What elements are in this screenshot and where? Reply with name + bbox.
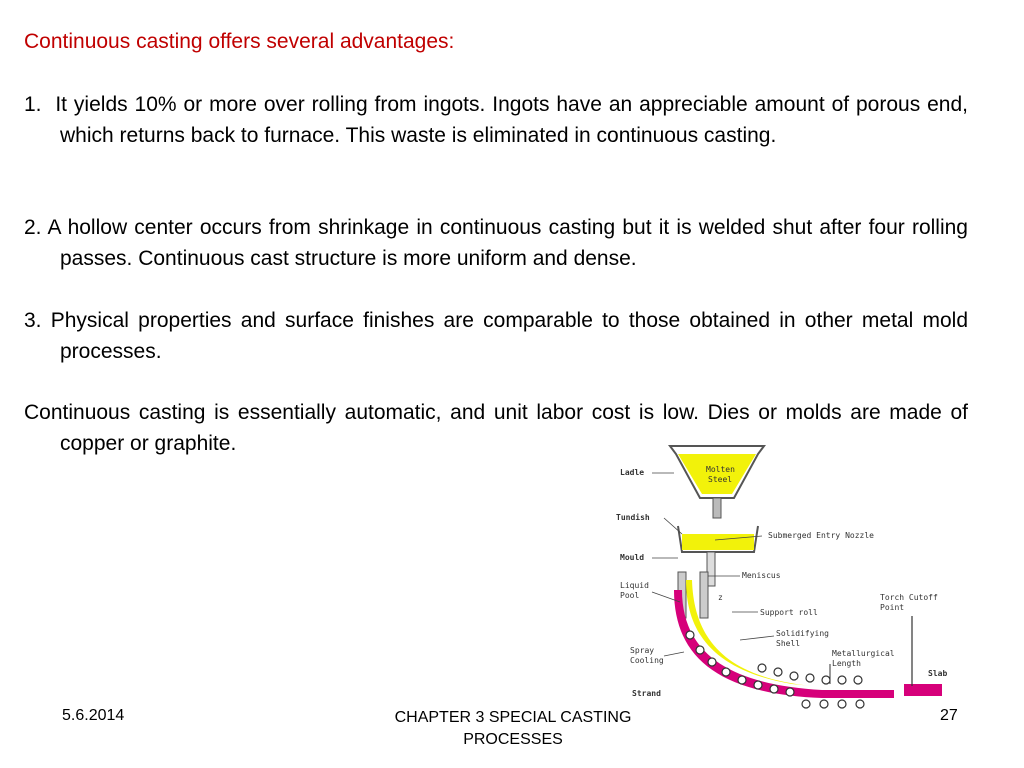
footer-date: 5.6.2014 [62,707,125,724]
label-mould: Mould [620,553,644,562]
label-strand: Strand [632,689,661,698]
label-torch-2: Point [880,603,904,612]
support-rolls [685,630,865,709]
automation-note: Continuous casting is essentially automa… [24,401,968,455]
label-support-roll: Support roll [760,608,818,617]
label-torch-1: Torch Cutoff [880,593,938,602]
label-z: z [718,593,723,602]
footer-title: CHAPTER 3 SPECIAL CASTING PROCESSES [394,709,632,748]
label-meniscus: Meniscus [742,571,781,580]
advantage-2: 2. A hollow center occurs from shrinkage… [24,216,968,270]
continuous-casting-diagram: Ladle Molten Steel Tundish Submerged Ent… [616,445,947,709]
label-shell-1: Solidifying [776,629,829,638]
mould-right [699,571,709,619]
leader-lines [651,472,775,657]
advantage-3: 3. Physical properties and surface finis… [24,309,968,363]
label-nozzle: Submerged Entry Nozzle [768,531,874,540]
label-metallurgical-2: Length [832,659,861,668]
advantage-1: 1. It yields 10% or more over rolling fr… [24,93,968,147]
molten-steel-tundish [682,534,754,550]
label-tundish: Tundish [616,512,650,522]
label-molten-2: Steel [708,475,732,484]
label-metallurgical-1: Metallurgical [832,649,895,658]
submerged-entry-nozzle [706,551,716,587]
label-molten-1: Molten [706,465,735,474]
slide-heading: Continuous casting offers several advant… [24,30,455,53]
footer-page-number: 27 [940,707,958,724]
label-liquid-1: Liquid [620,581,649,590]
label-liquid-2: Pool [620,591,639,600]
label-spray-2: Cooling [630,656,664,665]
label-shell-2: Shell [776,639,800,648]
label-slab: Slab [928,669,947,678]
label-spray-1: Spray [630,646,654,655]
molten-steel-ladle [678,454,756,494]
ladle-nozzle [712,497,722,519]
slab [904,684,942,696]
label-ladle: Ladle [620,468,644,477]
